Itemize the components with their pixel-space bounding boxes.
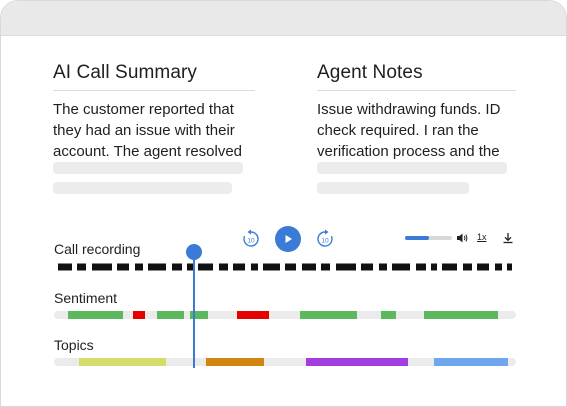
sentiment-segment-positive: [300, 311, 357, 319]
volume-icon: [457, 233, 468, 243]
window-titlebar: [1, 1, 566, 36]
download-icon: [503, 233, 513, 244]
play-icon: [285, 235, 292, 243]
playback-speed-button[interactable]: 1x: [477, 232, 487, 242]
playhead-line: [193, 252, 195, 368]
rewind-10-button[interactable]: 10: [240, 228, 262, 250]
rewind-seconds-label: 10: [247, 238, 255, 245]
topic-segment: [79, 358, 166, 366]
download-button[interactable]: [501, 231, 515, 245]
sentiment-segment-positive: [190, 311, 208, 319]
sentiment-segment-positive: [424, 311, 498, 319]
play-button[interactable]: [275, 226, 301, 252]
sentiment-segment-positive: [157, 311, 184, 319]
summary-text: The customer reported that they had an i…: [53, 101, 243, 160]
forward-seconds-label: 10: [321, 238, 329, 245]
sentiment-segment-positive: [68, 311, 123, 319]
playhead-handle[interactable]: [186, 244, 202, 260]
notes-divider: [317, 90, 516, 91]
notes-placeholder-line: [317, 182, 469, 194]
rewind-10-icon: 10: [243, 229, 259, 247]
topic-segment: [306, 358, 408, 366]
forward-10-icon: 10: [317, 229, 333, 247]
topic-segment: [206, 358, 264, 366]
topics-label: Topics: [54, 337, 94, 353]
call-recording-label: Call recording: [54, 241, 141, 257]
topic-segment: [434, 358, 508, 366]
forward-10-button[interactable]: 10: [314, 228, 336, 250]
sentiment-track[interactable]: [54, 311, 516, 319]
topics-track[interactable]: [54, 358, 516, 366]
summary-title: AI Call Summary: [53, 62, 198, 83]
notes-placeholder-line: [317, 162, 507, 174]
call-recording-waveform[interactable]: [54, 263, 516, 271]
sentiment-segment-negative: [237, 311, 269, 319]
volume-level: [405, 236, 429, 240]
sentiment-segment-negative: [133, 311, 145, 319]
summary-divider: [53, 90, 255, 91]
summary-placeholder-line: [53, 182, 232, 194]
volume-slider[interactable]: [405, 236, 452, 240]
summary-placeholder-line: [53, 162, 243, 174]
volume-button[interactable]: [455, 231, 469, 245]
notes-text: Issue withdrawing funds. ID check requir…: [317, 101, 501, 160]
sentiment-segment-positive: [381, 311, 396, 319]
waveform-dashes: [58, 263, 512, 271]
notes-title: Agent Notes: [317, 62, 423, 83]
sentiment-label: Sentiment: [54, 290, 118, 306]
